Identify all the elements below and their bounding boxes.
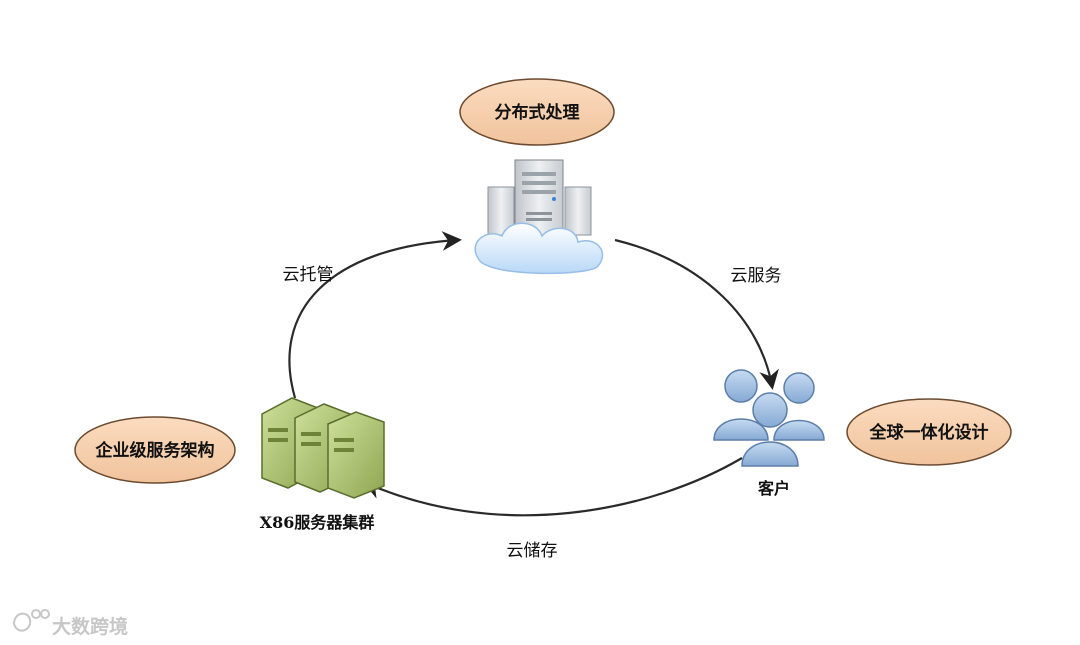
- watermark-text: 大数跨境: [52, 615, 128, 638]
- cloud-storage-arrow: [366, 458, 742, 515]
- x86-server-cluster-label: X86服务器集群: [260, 513, 375, 532]
- clients-label: 客户: [758, 479, 790, 498]
- global-design-bubble: 全球一体化设计: [847, 399, 1011, 465]
- clients-icon: [714, 370, 824, 466]
- cloud-hosting-arrow: [289, 240, 458, 398]
- cloud-service-label: 云服务: [731, 266, 782, 286]
- watermark: 大数跨境: [14, 610, 128, 638]
- cloud-service-arrow: [615, 240, 772, 386]
- cloud-hosting-label: 云托管: [283, 265, 334, 285]
- distributed-processing-label: 分布式处理: [495, 102, 580, 123]
- distributed-processing-bubble: 分布式处理: [460, 79, 614, 145]
- cloud-storage-label: 云储存: [507, 541, 558, 561]
- x86-server-cluster-icon: [262, 398, 384, 498]
- global-design-label: 全球一体化设计: [869, 422, 989, 443]
- enterprise-architecture-bubble: 企业级服务架构: [75, 417, 235, 483]
- cloud-server-icon: [475, 160, 602, 273]
- enterprise-architecture-label: 企业级服务架构: [95, 440, 215, 461]
- watermark-logo-icon: [14, 610, 49, 631]
